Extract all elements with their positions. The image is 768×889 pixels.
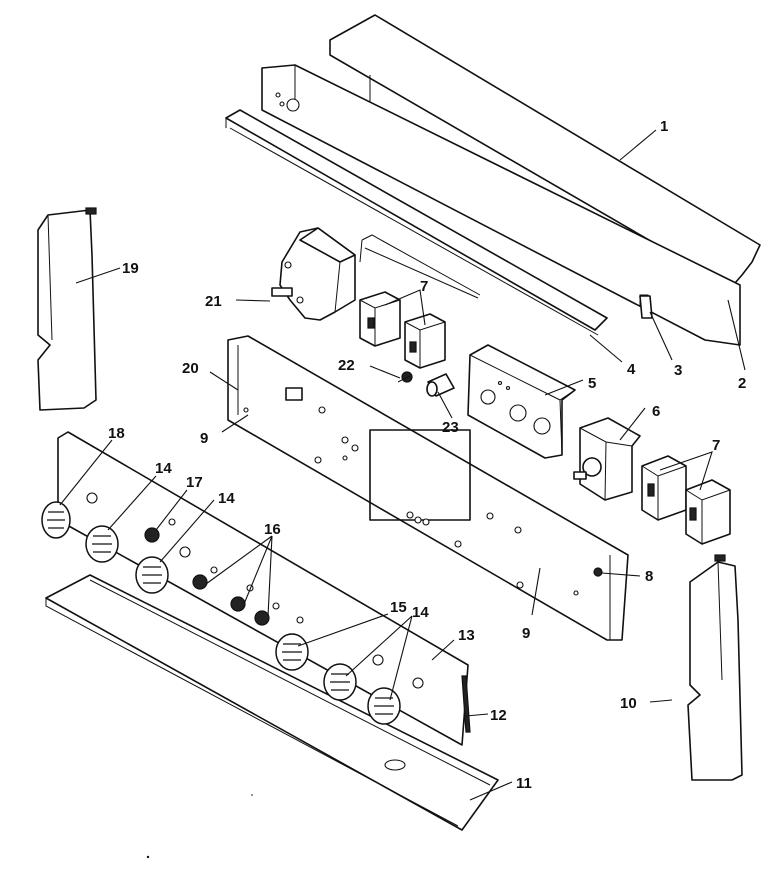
callout-21: 21 <box>205 293 222 310</box>
callout-7a: 7 <box>420 278 428 295</box>
callout-13: 13 <box>458 627 475 644</box>
scan-specks <box>146 794 253 859</box>
part-7-switch-upper-left <box>359 291 401 347</box>
part-10-right-end-cap <box>687 554 743 781</box>
callout-9b: 9 <box>522 625 530 642</box>
callout-19: 19 <box>122 260 139 277</box>
part-17-pushbutton <box>144 527 160 543</box>
callout-9a: 9 <box>200 430 208 447</box>
callout-8: 8 <box>645 568 653 585</box>
part-16-pushbutton-2 <box>230 596 246 612</box>
part-7-switch-lower-left <box>641 455 687 521</box>
part-5-control-module <box>467 344 576 459</box>
callouts: 1 2 3 4 5 6 7 7 8 9 9 10 11 12 13 14 14 … <box>108 118 746 792</box>
callout-18: 18 <box>108 425 125 442</box>
part-12-trim-strip <box>461 675 471 733</box>
part-7-switch-upper-right <box>404 313 446 369</box>
callout-4: 4 <box>627 361 636 378</box>
leader-lines <box>59 129 746 801</box>
part-18-knob <box>41 501 71 539</box>
part-16-pushbutton-3 <box>254 610 270 626</box>
callout-20: 20 <box>182 360 199 377</box>
part-3-clip <box>639 295 653 319</box>
part-23-indicator-light <box>426 373 455 397</box>
part-16-pushbutton-1 <box>192 574 208 590</box>
part-14-knob-2 <box>135 556 169 594</box>
part-2-backsplash-frame <box>261 64 741 346</box>
callout-15: 15 <box>390 599 407 616</box>
callout-14b: 14 <box>218 490 235 507</box>
part-19-left-end-cap <box>37 207 97 411</box>
callout-12: 12 <box>490 707 507 724</box>
callout-11: 11 <box>516 775 532 792</box>
wire-harness <box>359 234 481 299</box>
part-20-control-bracket <box>227 335 629 641</box>
callout-6: 6 <box>652 403 660 420</box>
callout-16: 16 <box>264 521 281 538</box>
callout-5: 5 <box>588 375 596 392</box>
callout-2: 2 <box>738 375 746 392</box>
part-21-timer-motor <box>271 227 356 321</box>
part-11-lower-trim <box>45 574 499 831</box>
callout-14c: 14 <box>412 604 429 621</box>
part-6-infinite-switch <box>573 417 641 501</box>
callout-7b: 7 <box>712 437 720 454</box>
part-14-knob-3 <box>323 663 357 701</box>
callout-10: 10 <box>620 695 637 712</box>
callout-1: 1 <box>660 118 668 135</box>
part-4-channel-strip <box>225 109 608 336</box>
callout-14a: 14 <box>155 460 172 477</box>
callout-22: 22 <box>338 357 355 374</box>
part-8-screw <box>593 567 603 577</box>
part-14-knob-1 <box>85 525 119 563</box>
part-7-switch-lower-right <box>685 479 731 545</box>
part-22-screw <box>397 371 413 383</box>
part-14-knob-4 <box>367 687 401 725</box>
part-15-knob <box>275 633 309 671</box>
callout-17: 17 <box>186 474 203 491</box>
callout-3: 3 <box>674 362 682 379</box>
callout-23: 23 <box>442 419 459 436</box>
